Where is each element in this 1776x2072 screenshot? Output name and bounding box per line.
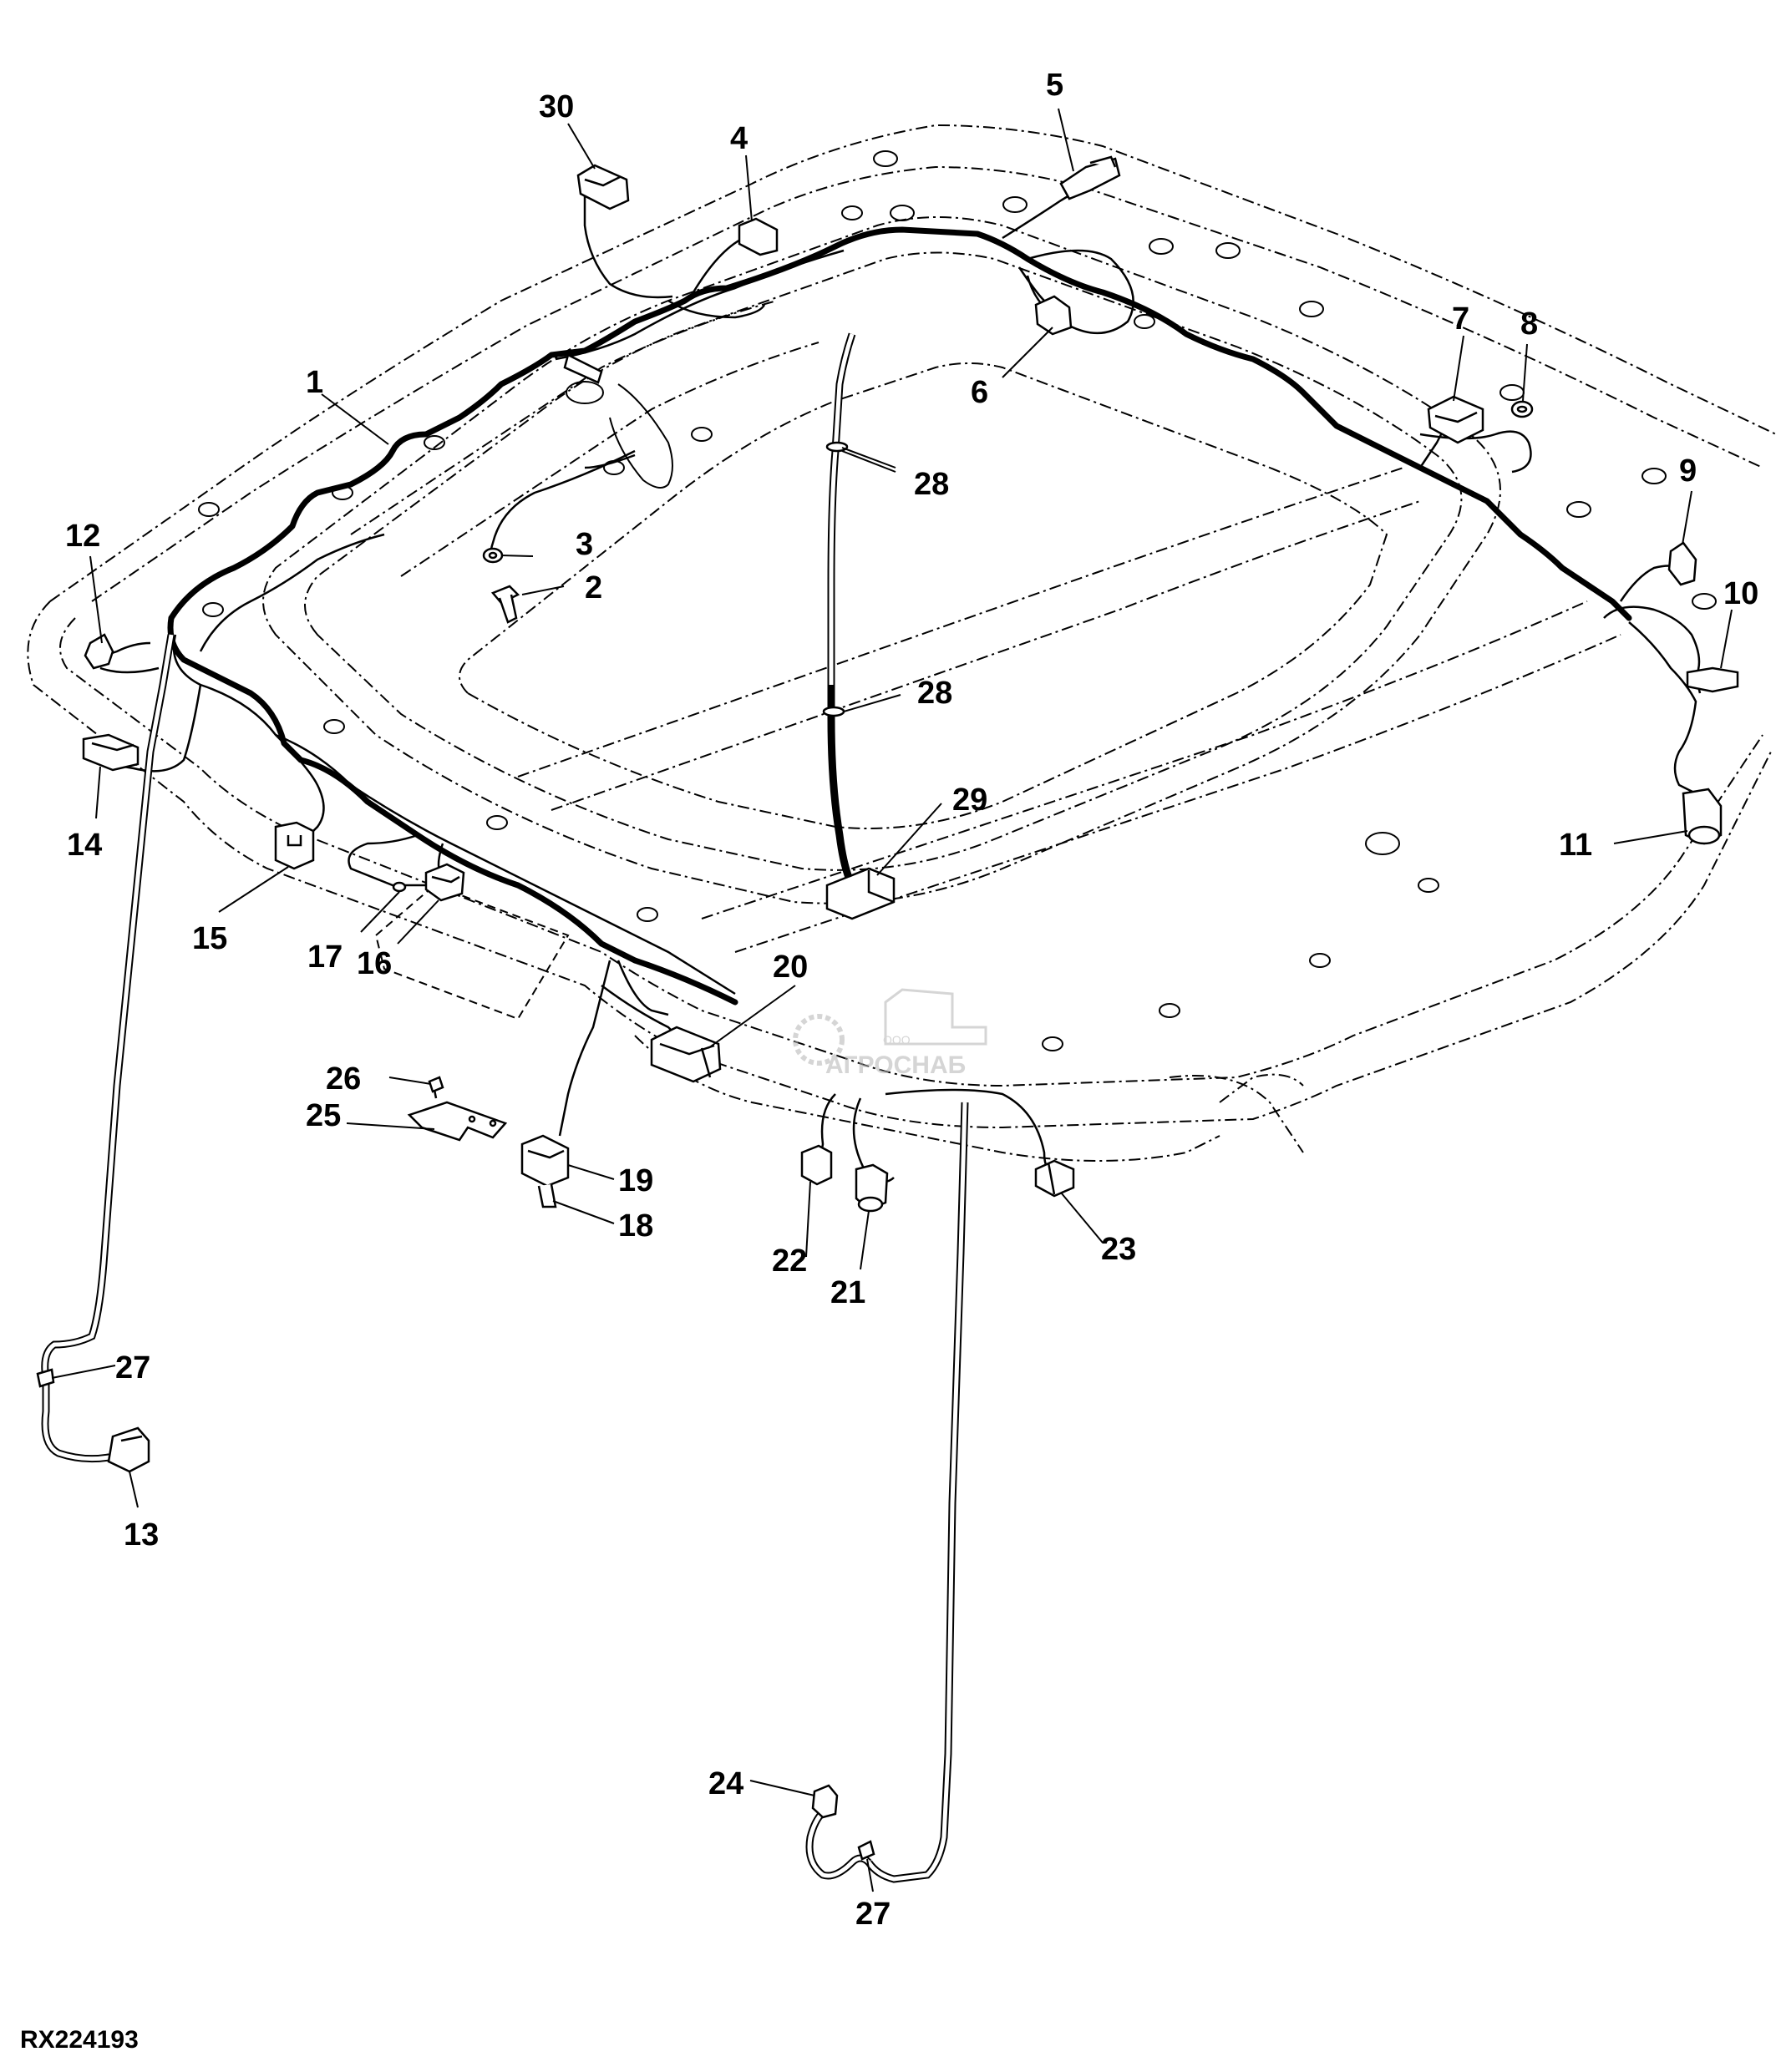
connector-20 (650, 1026, 722, 1083)
callout-2: 2 (585, 570, 602, 605)
connector-12 (84, 633, 114, 670)
watermark-text: АГРОСНАБ (825, 1051, 966, 1079)
callout-29: 29 (952, 783, 987, 818)
connector-4 (738, 217, 779, 256)
callout-19: 19 (618, 1163, 653, 1198)
callout-9: 9 (1679, 453, 1697, 489)
callout-3: 3 (576, 527, 593, 562)
callout-1: 1 (306, 365, 323, 400)
callout-8: 8 (1520, 306, 1538, 342)
callout-24: 24 (708, 1766, 743, 1801)
connector-21 (855, 1163, 889, 1213)
clip-27a (36, 1368, 55, 1388)
callout-15: 15 (192, 921, 227, 956)
component-15 (274, 821, 315, 870)
cab-roof-outline (27, 124, 1776, 1162)
connector-30 (576, 164, 630, 210)
bolt-2 (490, 585, 520, 624)
ring-terminal-3 (482, 547, 504, 564)
harness-clip (563, 353, 673, 489)
tube-clamp-28b (822, 706, 845, 717)
callout-labels: 1 2 3 4 5 6 7 8 9 10 11 12 13 14 15 16 1… (65, 68, 1758, 1932)
connector-14 (82, 733, 140, 772)
block-29 (825, 867, 896, 920)
callout-18: 18 (618, 1208, 653, 1244)
screw-26 (428, 1076, 444, 1099)
callout-11: 11 (1559, 828, 1592, 863)
connector-6 (1034, 295, 1073, 336)
components (36, 155, 1739, 1861)
connector-22 (800, 1144, 833, 1186)
leader-lines (51, 108, 1733, 1892)
connector-9 (1667, 541, 1697, 586)
callout-21: 21 (830, 1275, 865, 1310)
callout-27a: 27 (115, 1350, 150, 1386)
roof-mounting-bosses (198, 150, 1717, 1051)
connector-23 (1034, 1159, 1075, 1198)
callout-25: 25 (306, 1098, 341, 1133)
callout-20: 20 (773, 950, 808, 985)
component-11 (1682, 788, 1723, 845)
component-18-19 (520, 1134, 570, 1208)
callout-16: 16 (357, 946, 392, 981)
ring-terminal-8 (1510, 400, 1534, 418)
connector-7 (1427, 395, 1484, 444)
bracket-25 (407, 1101, 508, 1142)
connector-5 (1059, 155, 1121, 200)
callout-17: 17 (307, 940, 343, 975)
connector-16 (424, 863, 465, 902)
watermark-logo: ООО АГРОСНАБ (793, 988, 987, 1079)
callout-22: 22 (772, 1244, 807, 1279)
callout-10: 10 (1723, 576, 1758, 611)
callout-30: 30 (539, 89, 574, 124)
ring-terminal-17 (392, 881, 407, 893)
callout-6: 6 (971, 375, 988, 410)
callout-27b: 27 (855, 1897, 891, 1932)
callout-5: 5 (1046, 68, 1063, 103)
connector-13 (107, 1426, 150, 1473)
figure-id: RX224193 (20, 2026, 139, 2054)
callout-12: 12 (65, 519, 100, 554)
callout-23: 23 (1101, 1232, 1136, 1267)
watermark-small-text: ООО (883, 1033, 911, 1046)
callout-4: 4 (730, 121, 748, 156)
callout-14: 14 (67, 828, 102, 863)
callout-13: 13 (124, 1517, 159, 1553)
connector-10 (1686, 666, 1739, 693)
callout-26: 26 (326, 1061, 361, 1097)
callout-7: 7 (1452, 301, 1469, 337)
callout-28b: 28 (917, 676, 952, 711)
connector-24 (811, 1784, 839, 1819)
clip-27b (857, 1840, 875, 1861)
main-harness (41, 188, 1702, 1883)
callout-28a: 28 (914, 467, 949, 502)
tube-clamp-28a (825, 441, 849, 453)
